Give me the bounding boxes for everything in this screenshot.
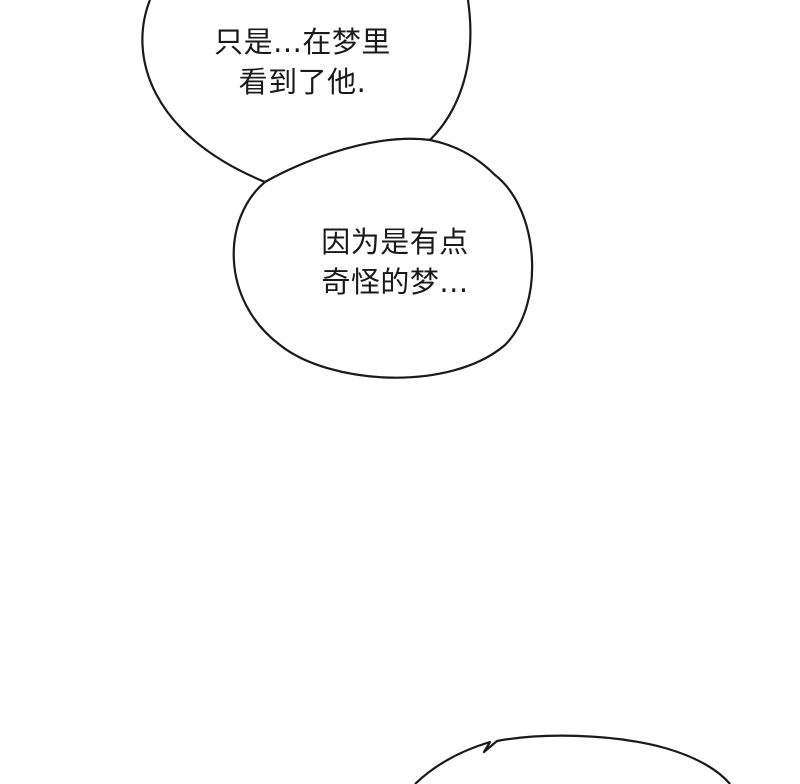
bubble-2-line-1: 因为是有点 [321, 225, 469, 259]
speech-bubble-3-partial [414, 734, 731, 784]
bubble-1-line-1: 只是...在梦里 [214, 25, 391, 59]
bubble-2-text: 因为是有点 奇怪的梦... [280, 222, 510, 302]
speech-bubble-2 [232, 137, 534, 379]
bubble-1-text: 只是...在梦里 看到了他. [195, 22, 410, 102]
bubble-1-line-2: 看到了他. [238, 65, 367, 99]
bubble-2-line-2: 奇怪的梦... [321, 265, 469, 299]
